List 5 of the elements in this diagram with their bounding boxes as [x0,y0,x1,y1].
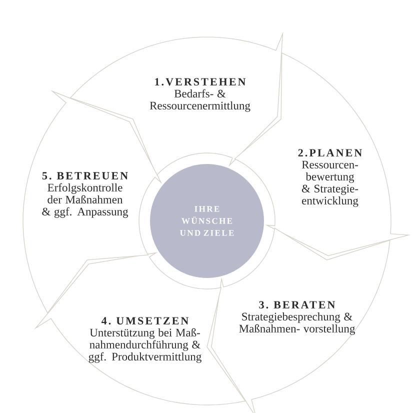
node-label: Ressourcen- bewertung & Strategie- entwicklung [302,160,358,207]
node-label: Unterstützung bei Maß- nahmendurchführung & ggf. Produktvermittlung [88,328,202,363]
node-label: 3. BERATEN [259,301,336,309]
node-label: 4. UMSETZEN [102,317,188,325]
node-label: 2.PLANEN [298,149,362,157]
